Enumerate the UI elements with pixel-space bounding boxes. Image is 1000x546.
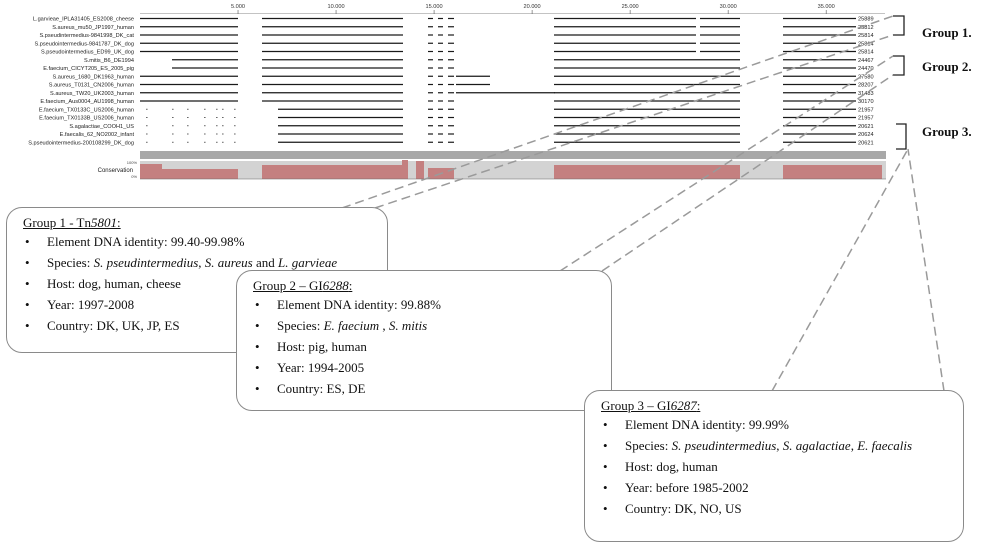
ruler-tick-label: 25.000	[622, 4, 639, 10]
strain-length: 25814	[858, 33, 874, 39]
callout-connectors	[341, 15, 945, 392]
group3-info-box: Group 3 – GI6287: Element DNA identity: …	[584, 390, 964, 542]
group1-species: Species: S. pseudintermedius, S. aureus …	[23, 254, 377, 272]
group3-year: Year: before 1985-2002	[601, 479, 953, 497]
strain-length: 25812	[858, 25, 874, 31]
conservation-scale-top: 100%	[127, 160, 138, 165]
strain-name: S.aureus_mu50_JP1997_human	[52, 25, 134, 31]
strain-length: 25814	[858, 50, 874, 56]
group3-species: Species: S. pseudintermedius, S. agalact…	[601, 437, 953, 455]
group2-year: Year: 1994-2005	[253, 359, 601, 377]
conservation-label: Conservation	[98, 168, 133, 174]
conservation-block	[402, 160, 408, 179]
strain-length: 20621	[858, 140, 874, 146]
group2-info-box: Group 2 – GI6288: Element DNA identity: …	[236, 270, 612, 411]
group2-connector-a	[601, 74, 894, 272]
strain-name: S.pseudintermedius-9841998_DK_cat	[39, 33, 134, 39]
group1-bracket	[893, 15, 905, 36]
consensus-bar	[140, 151, 886, 159]
group3-details: Element DNA identity: 99.99% Species: S.…	[601, 416, 953, 518]
group3-host: Host: dog, human	[601, 458, 953, 476]
strain-length: 20621	[858, 124, 874, 130]
strain-length: 27580	[858, 74, 874, 80]
conservation-track	[140, 161, 886, 179]
strain-length: 21957	[858, 107, 874, 113]
strain-name: E.faecium_Aus0004_AU1998_human	[40, 99, 134, 105]
strain-name: L.garvieae_IPLA31405_ES2008_cheese	[33, 17, 134, 23]
group2-connector-b	[559, 55, 894, 272]
strain-name: E.faecium_TX0133B_US2006_human	[39, 116, 134, 122]
strain-name: S.agalactiae_COOH1_US	[69, 124, 134, 130]
alignment-bars	[140, 17, 856, 143]
group-brackets	[893, 15, 907, 150]
strain-labels: L.garvieae_IPLA31405_ES2008_cheeseS.aure…	[28, 17, 134, 147]
group2-details: Element DNA identity: 99.88% Species: E.…	[253, 296, 601, 398]
group2-title: Group 2 – GI6288:	[253, 277, 601, 295]
strain-name: E.faecalis_62_NO2002_infant	[60, 132, 135, 138]
strain-name: S.pseudointermedius-9841787_DK_dog	[34, 41, 134, 47]
group1-identity: Element DNA identity: 99.40-99.98%	[23, 233, 377, 251]
group2-label: Group 2.	[922, 59, 972, 74]
strain-length: 25814	[858, 41, 874, 47]
ruler-tick-label: 30.000	[720, 4, 737, 10]
group1-title: Group 1 - Tn5801:	[23, 214, 377, 232]
ruler-tick-label: 15.000	[426, 4, 443, 10]
conservation-block	[262, 165, 403, 179]
strain-length: 31483	[858, 91, 874, 97]
group3-country: Country: DK, NO, US	[601, 500, 953, 518]
group3-connector-a	[771, 148, 909, 392]
strain-name: E.faecium_CICYT205_ES_2005_pig	[43, 66, 134, 72]
group1-host: Host: dog, human, cheese	[23, 275, 377, 293]
group1-year: Year: 1997-2008	[23, 296, 377, 314]
strain-name: S.pseudointermedius_ED99_UK_dog	[41, 50, 134, 56]
strain-length: 25889	[858, 17, 874, 23]
conservation-block	[783, 165, 882, 179]
ruler-tick-label: 5.000	[231, 4, 245, 10]
group3-title: Group 3 – GI6287:	[601, 397, 953, 415]
conservation-block	[554, 165, 740, 179]
group3-identity: Element DNA identity: 99.99%	[601, 416, 953, 434]
strain-name: S.aureus_1680_DK1963_human	[53, 74, 134, 80]
ruler-tick-label: 20.000	[524, 4, 541, 10]
strain-name: S.mitis_B6_DE1994	[84, 58, 134, 64]
position-ruler: 5.000 10.000 15.000 20.000 25.000 30.000 35.00…	[231, 4, 835, 14]
strain-lengths: 25889 25812 25814 25814 25814 24467 24470 27580…	[858, 17, 874, 147]
strain-length: 24467	[858, 58, 874, 64]
strain-length: 21957	[858, 116, 874, 122]
group3-connector-b	[907, 148, 945, 392]
conservation-block	[140, 164, 162, 179]
group3-title-text: Group 3 – GI6287:	[601, 398, 701, 413]
group1-details: Element DNA identity: 99.40-99.98% Speci…	[23, 233, 377, 335]
group1-connector-a	[374, 34, 894, 209]
conservation-scale-bottom: 0%	[131, 174, 137, 179]
strain-name: S.pseudointermedius-200108299_DK_dog	[28, 140, 134, 146]
ruler-tick-label: 35.000	[818, 4, 835, 10]
conservation-block	[140, 169, 238, 179]
group1-label: Group 1.	[922, 25, 972, 40]
group1-title-text: Group 1 - Tn5801:	[23, 215, 121, 230]
strain-name: E.faecium_TX0133C_US2006_human	[39, 107, 134, 113]
group1-country: Country: DK, UK, JP, ES	[23, 317, 377, 335]
group2-title-text: Group 2 – GI6288:	[253, 278, 353, 293]
strain-length: 28207	[858, 83, 874, 89]
conservation-block	[416, 161, 424, 179]
group3-label: Group 3.	[922, 124, 972, 139]
strain-length: 20624	[858, 132, 874, 138]
ruler-tick-label: 10.000	[327, 4, 344, 10]
group2-identity: Element DNA identity: 99.88%	[253, 296, 601, 314]
group2-host: Host: pig, human	[253, 338, 601, 356]
strain-length: 30170	[858, 99, 874, 105]
strain-name: S.aureus_T0131_CN2006_human	[49, 83, 134, 89]
group2-country: Country: ES, DE	[253, 380, 601, 398]
group3-bracket	[896, 123, 907, 150]
strain-name: S.aureus_TW20_UK2003_human	[50, 91, 134, 97]
group2-species: Species: E. faecium , S. mitis	[253, 317, 601, 335]
group2-bracket	[893, 55, 905, 76]
strain-length: 24470	[858, 66, 874, 72]
